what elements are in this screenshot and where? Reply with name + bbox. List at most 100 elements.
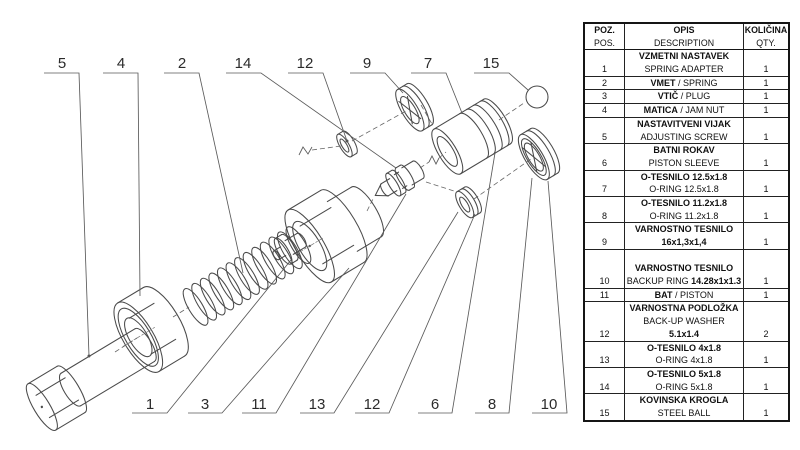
pos-cell: 1 xyxy=(585,50,625,76)
qty-cell: 1 xyxy=(743,341,788,367)
pos-cell: 8 xyxy=(585,196,625,223)
qty-cell: 1 xyxy=(743,288,788,302)
pos-cell: 9 xyxy=(585,223,625,249)
plug-drawing xyxy=(284,186,384,284)
header-qty-sl: KOLIČINA xyxy=(744,25,788,35)
diagram-svg: 5 4 2 14 12 9 7 15 xyxy=(25,55,568,431)
callout-12-top: 12 xyxy=(288,55,349,143)
callout-4: 4 xyxy=(103,55,141,297)
callout-number: 13 xyxy=(309,396,326,413)
callout-number: 9 xyxy=(363,55,371,72)
pos-cell: 2 xyxy=(585,76,625,90)
centerlines xyxy=(114,102,532,353)
callout-number: 12 xyxy=(364,396,381,413)
callout-number: 5 xyxy=(58,55,66,72)
callout-2: 2 xyxy=(164,55,244,274)
callout-1: 1 xyxy=(132,259,292,414)
callout-9: 9 xyxy=(350,55,404,94)
qty-cell: 1 xyxy=(743,249,788,288)
spring-drawing xyxy=(182,226,312,326)
callout-number: 1 xyxy=(146,396,154,413)
table-row: 3 VTIČ / PLUG 1 xyxy=(585,89,788,104)
header-description: OPIS DESCRIPTION xyxy=(625,24,743,49)
pos-cell: 11 xyxy=(585,288,625,302)
pos-cell: 7 xyxy=(585,170,625,196)
qty-cell: 1 xyxy=(743,104,788,117)
callout-14: 14 xyxy=(226,55,397,169)
qty-cell: 1 xyxy=(743,76,788,90)
callout-number: 6 xyxy=(431,396,439,413)
callout-number: 4 xyxy=(117,55,125,72)
description-cell: VTIČ / PLUG xyxy=(657,91,711,102)
pos-cell: 15 xyxy=(585,394,625,420)
header-qty: KOLIČINA QTY. xyxy=(743,24,788,50)
qty-cell: 1 xyxy=(743,90,788,104)
callout-number: 8 xyxy=(488,396,496,413)
qty-cell: 1 xyxy=(743,170,788,196)
qty-cell: 1 xyxy=(743,144,788,170)
description-cell: BAT / PISTON xyxy=(654,289,714,300)
qty-cell: 1 xyxy=(743,117,788,144)
small-oring-drawing xyxy=(455,186,482,219)
pos-cell: 5 xyxy=(585,117,625,144)
callout-5: 5 xyxy=(44,55,91,358)
header-pos-en: POS. xyxy=(593,37,616,48)
pos-cell: 4 xyxy=(585,104,625,117)
qty-cell: 1 xyxy=(743,196,788,223)
qty-cell: 1 xyxy=(743,367,788,394)
qty-cell: 1 xyxy=(743,50,788,76)
qty-cell: 1 xyxy=(743,223,788,249)
adjusting-screw-drawing xyxy=(25,327,157,431)
header-pos: POZ. POS. xyxy=(585,24,625,50)
callout-10: 10 xyxy=(532,180,568,414)
header-desc-en: DESCRIPTION xyxy=(653,37,715,48)
callout-12-bottom: 12 xyxy=(355,213,476,414)
parts-table: POZ. POS. OPIS DESCRIPTION KOLIČINA QTY.… xyxy=(583,22,790,422)
piston-drawing xyxy=(374,160,425,197)
qty-cell: 2 xyxy=(743,302,788,341)
pos-cell: 6 xyxy=(585,144,625,170)
callout-6: 6 xyxy=(418,152,496,414)
table-header: POZ. POS. OPIS DESCRIPTION KOLIČINA QTY. xyxy=(585,24,788,51)
pos-cell: 14 xyxy=(585,367,625,394)
callout-number: 2 xyxy=(178,55,186,72)
callout-number: 7 xyxy=(424,55,432,72)
jam-nut-drawing xyxy=(113,286,189,373)
callout-number: 10 xyxy=(541,396,558,413)
callout-number: 12 xyxy=(297,55,314,72)
spring-adapter-drawing xyxy=(272,232,307,265)
description-cell: MATICA / JAM NUT xyxy=(643,105,725,116)
callout-15: 15 xyxy=(474,55,529,91)
pos-cell: 3 xyxy=(585,90,625,104)
callout-11: 11 xyxy=(242,193,407,414)
pos-cell: 10 xyxy=(585,249,625,288)
backup-ring-drawing xyxy=(517,127,561,181)
table-row: 4 MATICA / JAM NUT 1 xyxy=(585,103,788,117)
steel-ball-drawing xyxy=(525,85,549,109)
exploded-view-diagram: 5 4 2 14 12 9 7 15 xyxy=(25,55,568,431)
header-qty-en: QTY. xyxy=(756,37,776,48)
callout-3: 3 xyxy=(188,267,350,414)
callout-8: 8 xyxy=(475,177,533,414)
safety-seal-drawing xyxy=(395,82,434,132)
